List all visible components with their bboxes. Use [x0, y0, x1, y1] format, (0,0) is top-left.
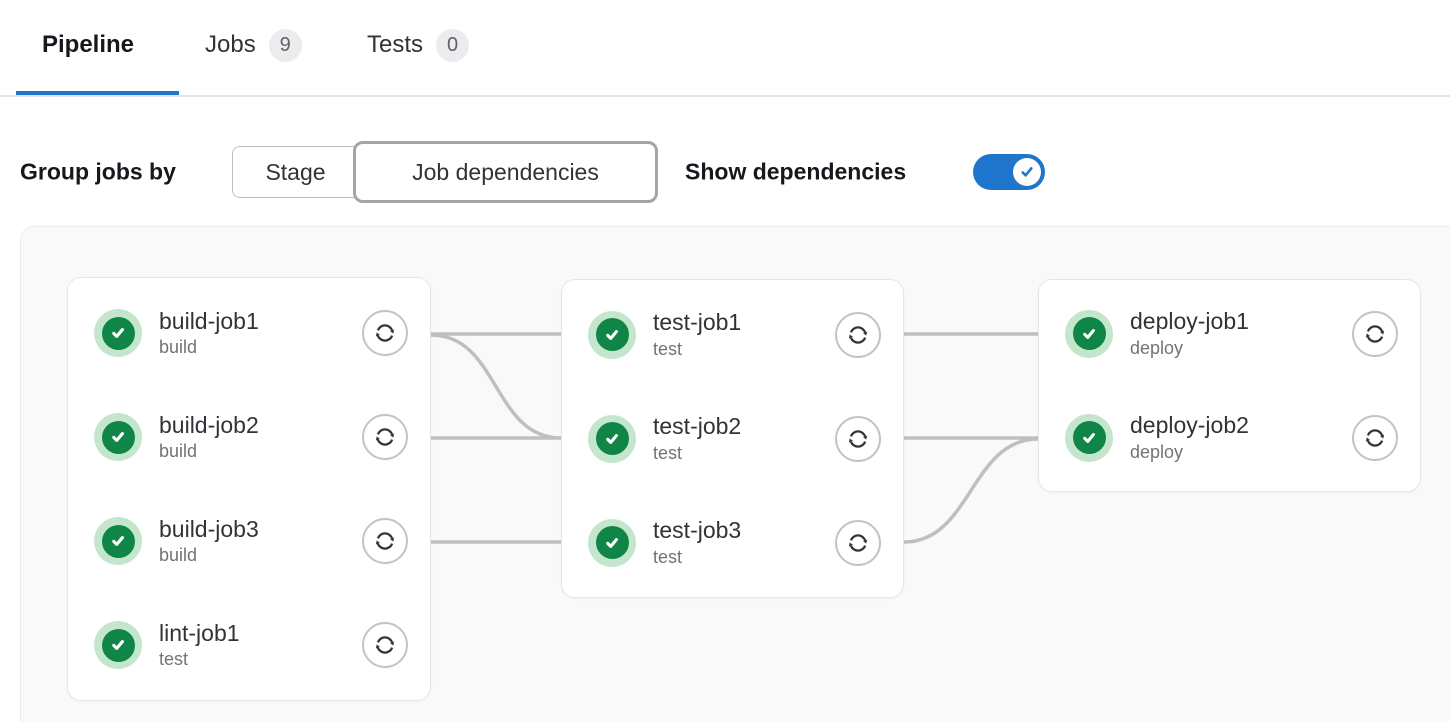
- status-success-icon: [1065, 413, 1113, 462]
- tab-tests-label: Tests: [367, 31, 424, 58]
- group-jobs-by-label: Group jobs by: [20, 158, 176, 185]
- show-dependencies-label: Show dependencies: [685, 158, 907, 185]
- tab-jobs[interactable]: Jobs 9: [179, 16, 328, 74]
- retry-job-button[interactable]: [362, 414, 408, 460]
- job-group-test: test-job1 test test-job2 test: [561, 279, 904, 598]
- job-stage: test: [653, 442, 683, 463]
- retry-icon: [1365, 428, 1385, 447]
- job-stage: deploy: [1130, 441, 1184, 462]
- retry-icon: [848, 533, 868, 552]
- status-success-icon: [1065, 309, 1113, 358]
- tab-tests[interactable]: Tests 0: [341, 16, 495, 74]
- link-build-job1-test-job2: [429, 333, 563, 440]
- retry-job-button[interactable]: [835, 415, 881, 462]
- job-stage: test: [653, 338, 683, 359]
- status-success-icon: [94, 309, 142, 357]
- job-row-deploy-job1[interactable]: deploy-job1 deploy: [1039, 282, 1420, 386]
- job-stage: test: [159, 649, 189, 670]
- dependency-links: [429, 332, 1040, 544]
- job-meta: lint-job1 test: [159, 620, 240, 670]
- status-success-icon: [94, 621, 142, 669]
- job-name: build-job2: [159, 411, 259, 438]
- job-stage: build: [159, 441, 198, 462]
- retry-job-button[interactable]: [362, 518, 408, 564]
- pipeline-graph: build-job1 build build-job2 build: [20, 226, 1450, 722]
- job-name: deploy-job1: [1130, 308, 1249, 335]
- retry-job-button[interactable]: [1352, 414, 1398, 461]
- job-name: build-job3: [159, 515, 259, 542]
- job-row-build-job2[interactable]: build-job2 build: [68, 385, 430, 489]
- retry-icon: [375, 636, 395, 654]
- stage-segment-button[interactable]: Stage: [232, 146, 358, 198]
- group-jobs-segmented-control: Stage Job dependencies: [232, 141, 658, 203]
- jobs-count-badge: 9: [268, 28, 302, 62]
- job-name: build-job1: [159, 307, 259, 334]
- tab-pipeline[interactable]: Pipeline: [16, 16, 160, 74]
- retry-icon: [848, 429, 868, 448]
- show-dependencies-toggle[interactable]: [973, 154, 1045, 190]
- status-success-icon: [588, 310, 636, 359]
- job-meta: test-job1 test: [653, 309, 741, 359]
- job-group-deploy: deploy-job1 deploy deploy-job2 deploy: [1038, 279, 1421, 492]
- tab-bar-divider: [0, 95, 1450, 97]
- job-meta: build-job3 build: [159, 516, 259, 566]
- tab-jobs-label: Jobs: [205, 31, 256, 58]
- job-row-test-job1[interactable]: test-job1 test: [562, 283, 903, 387]
- job-row-test-job3[interactable]: test-job3 test: [562, 491, 903, 595]
- job-stage: build: [159, 337, 198, 358]
- job-meta: build-job1 build: [159, 308, 259, 358]
- check-icon: [1021, 167, 1033, 177]
- status-success-icon: [588, 414, 636, 463]
- job-group-build: build-job1 build build-job2 build: [67, 277, 431, 701]
- job-row-build-job1[interactable]: build-job1 build: [68, 281, 430, 385]
- job-name: lint-job1: [159, 619, 240, 646]
- status-success-icon: [588, 518, 636, 567]
- toggle-knob: [1013, 158, 1041, 186]
- job-row-test-job2[interactable]: test-job2 test: [562, 387, 903, 491]
- job-row-build-job3[interactable]: build-job3 build: [68, 489, 430, 593]
- retry-job-button[interactable]: [835, 519, 881, 566]
- link-test-job3-deploy-job2: [902, 437, 1040, 544]
- job-stage: test: [653, 546, 683, 567]
- job-stage: build: [159, 545, 198, 566]
- retry-job-button[interactable]: [362, 310, 408, 356]
- retry-icon: [848, 325, 868, 344]
- job-meta: deploy-job2 deploy: [1130, 412, 1249, 462]
- job-stage: deploy: [1130, 337, 1184, 358]
- active-tab-indicator: [16, 91, 179, 96]
- retry-job-button[interactable]: [362, 622, 408, 668]
- job-meta: test-job3 test: [653, 517, 741, 567]
- job-row-lint-job1[interactable]: lint-job1 test: [68, 593, 430, 697]
- job-name: test-job1: [653, 309, 742, 336]
- retry-icon: [1365, 324, 1385, 343]
- retry-job-button[interactable]: [1352, 310, 1398, 357]
- pipeline-tab-bar: Pipeline Jobs 9 Tests 0: [0, 0, 1450, 97]
- tab-pipeline-label: Pipeline: [42, 31, 135, 58]
- job-name: test-job2: [653, 413, 742, 440]
- status-success-icon: [94, 413, 142, 461]
- graph-controls: Group jobs by Stage Job dependencies Sho…: [0, 141, 1450, 203]
- job-meta: test-job2 test: [653, 413, 741, 463]
- job-dependencies-segment-button[interactable]: Job dependencies: [353, 141, 658, 203]
- retry-icon: [375, 532, 395, 550]
- retry-icon: [375, 324, 395, 342]
- tests-count-badge: 0: [436, 28, 470, 62]
- job-meta: deploy-job1 deploy: [1130, 308, 1249, 358]
- retry-icon: [375, 428, 395, 446]
- job-meta: build-job2 build: [159, 412, 259, 462]
- retry-job-button[interactable]: [835, 311, 881, 358]
- job-name: test-job3: [653, 517, 742, 544]
- job-row-deploy-job2[interactable]: deploy-job2 deploy: [1039, 386, 1420, 490]
- status-success-icon: [94, 517, 142, 565]
- job-name: deploy-job2: [1130, 412, 1249, 439]
